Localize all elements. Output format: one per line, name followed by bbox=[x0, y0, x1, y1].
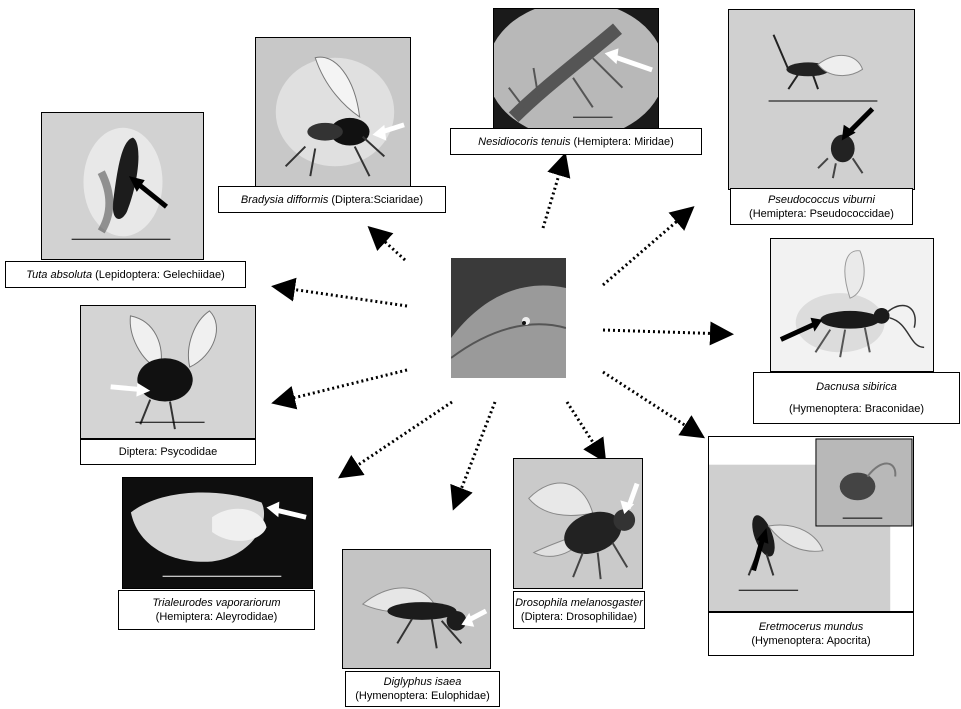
arrow-to-bradysia bbox=[372, 230, 405, 260]
caption-dacnusa-sibirica: Dacnusa sibirica (Hymenoptera: Braconida… bbox=[753, 372, 960, 424]
arrow-to-eretmocerus bbox=[603, 372, 700, 435]
caption-nesidiocoris-tenuis: Nesidiocoris tenuis (Hemiptera: Miridae) bbox=[450, 128, 702, 155]
caption-pseudococcus-viburni: Pseudococcus viburni (Hemiptera: Pseudoc… bbox=[730, 188, 913, 225]
arrow-to-nesidiocoris bbox=[543, 158, 564, 228]
photo-bradysia-difformis bbox=[255, 37, 411, 187]
photo-eretmocerus-mundus bbox=[708, 436, 914, 612]
caption-drosophila-melanogaster: Drosophila melanosgaster (Diptera: Droso… bbox=[513, 591, 645, 629]
photo-trialeurodes-vaporariorum bbox=[122, 477, 313, 589]
arrow-to-diglyphus bbox=[455, 402, 495, 505]
photo-diglyphus-isaea bbox=[342, 549, 491, 669]
photo-drosophila-melanogaster bbox=[513, 458, 643, 589]
photo-dacnusa-sibirica bbox=[770, 238, 934, 372]
caption-tuta-absoluta: Tuta absoluta (Lepidoptera: Gelechiidae) bbox=[5, 261, 246, 288]
caption-psycodidae: Diptera: Psycodidae bbox=[80, 439, 256, 465]
caption-diglyphus-isaea: Diglyphus isaea (Hymenoptera: Eulophidae… bbox=[345, 671, 500, 707]
arrow-to-tuta bbox=[277, 287, 407, 306]
photo-psycodidae bbox=[80, 305, 256, 439]
arrow-to-drosophila bbox=[567, 402, 603, 458]
center-photo bbox=[451, 258, 566, 378]
caption-trialeurodes-vaporariorum: Trialeurodes vaporariorum (Hemiptera: Al… bbox=[118, 590, 315, 630]
photo-pseudococcus-viburni bbox=[728, 9, 915, 190]
caption-bradysia-difformis: Bradysia difformis (Diptera:Sciaridae) bbox=[218, 186, 446, 213]
caption-eretmocerus-mundus: Eretmocerus mundus (Hymenoptera: Apocrit… bbox=[708, 612, 914, 656]
arrow-to-dacnusa bbox=[603, 330, 728, 334]
photo-nesidiocoris-tenuis bbox=[493, 8, 659, 129]
arrow-to-pseudococcus bbox=[603, 210, 690, 285]
arrow-to-psycodidae bbox=[277, 370, 407, 402]
photo-tuta-absoluta bbox=[41, 112, 204, 260]
arrow-to-trialeurodes bbox=[343, 402, 452, 475]
